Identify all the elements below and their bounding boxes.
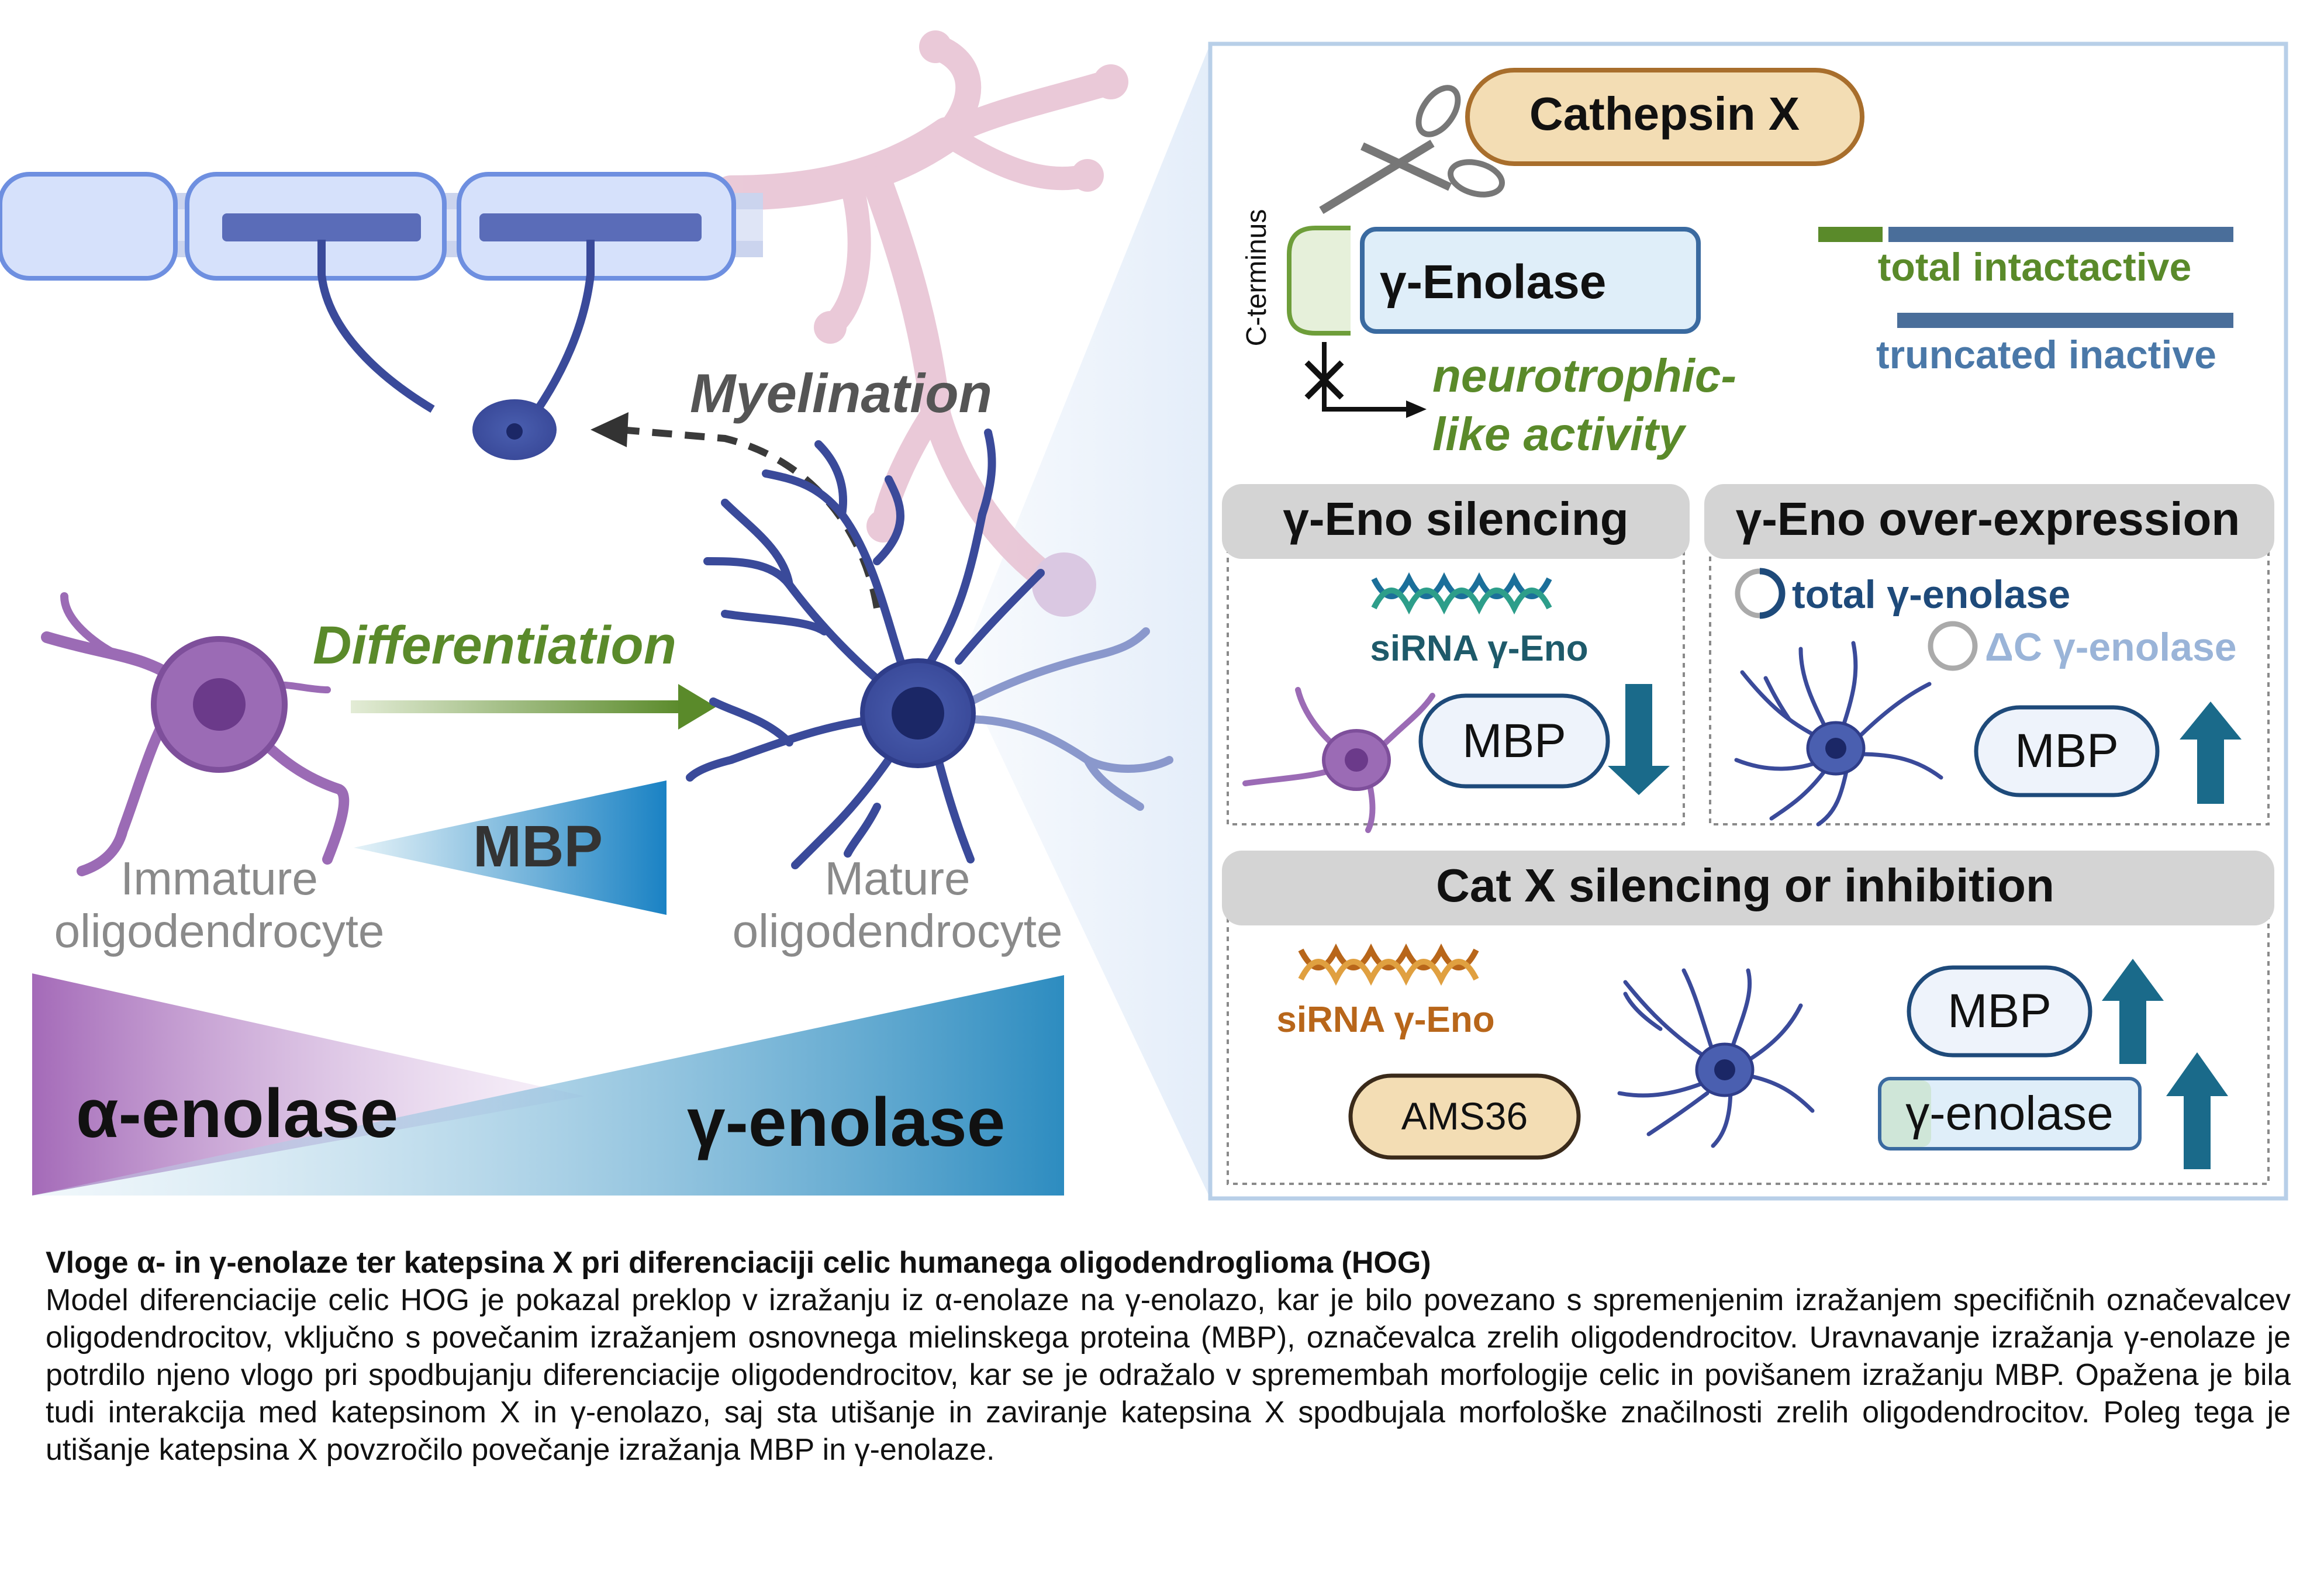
immature-label-line2: oligodendrocyte — [54, 905, 385, 957]
silencing-mbp-pill — [1418, 693, 1610, 789]
mbp-gradient-triangle — [354, 780, 667, 915]
catx-mature-cell-icon — [1617, 968, 1815, 1148]
alpha-enolase-label: α-enolase — [76, 1075, 398, 1152]
plasmid-delta-icon — [1928, 621, 1978, 671]
legend-total-label: total intactactive — [1878, 245, 2192, 289]
mature-oligodendrocyte — [686, 429, 1173, 869]
catx-enolase-label: γ-enolase — [1905, 1087, 2114, 1140]
silencing-header: γ-Eno silencing — [1283, 493, 1628, 545]
overexpression-total-label: total γ-enolase — [1792, 572, 2070, 617]
catx-mbp-label: MBP — [1947, 984, 2052, 1038]
overexpression-mbp-pill — [1974, 705, 2160, 797]
gamma-enolase-label: γ-enolase — [687, 1084, 1005, 1161]
c-terminus-fragment — [1287, 226, 1351, 336]
caption-title: Vloge α- in γ-enolaze ter katepsina X pr… — [46, 1246, 1431, 1280]
legend-truncated-label: truncated inactive — [1876, 333, 2216, 377]
c-terminus-label: C-terminus — [1241, 209, 1272, 347]
silenced-immature-cell-icon — [1242, 687, 1435, 833]
catx-ams36-label: AMS36 — [1401, 1094, 1528, 1138]
catx-ams36-pill — [1348, 1073, 1581, 1160]
down-arrow-icon — [1608, 684, 1670, 795]
gamma-enolase-triangle — [32, 975, 1064, 1196]
myelination-label: Myelination — [690, 362, 992, 424]
caption-body: Model diferenciacije celic HOG je pokaza… — [46, 1283, 2291, 1467]
mature-label-line2: oligodendrocyte — [733, 905, 1063, 957]
neurotrophic-line1: neurotrophic- — [1432, 350, 1736, 402]
silencing-sirna-label: siRNA γ-Eno — [1370, 628, 1588, 669]
legend-total-bar-blue — [1888, 227, 2233, 242]
figure-caption: Vloge α- in γ-enolaze ter katepsina X pr… — [46, 1244, 2291, 1469]
catx-enolase-cterm — [1881, 1080, 1931, 1147]
catx-panel — [1227, 887, 2270, 1185]
differentiation-arrow-shaft — [351, 700, 684, 713]
mbp-label: MBP — [473, 814, 603, 879]
legend-total-bar-green — [1818, 227, 1883, 242]
overexpressed-mature-cell-icon — [1734, 641, 1943, 827]
mature-label-line1: Mature — [825, 852, 971, 904]
catx-enolase-box — [1878, 1077, 2142, 1151]
overexpression-header: γ-Eno over-expression — [1736, 493, 2240, 545]
immature-label-line1: Immature — [120, 852, 318, 904]
zoom-wedge — [959, 44, 1210, 1198]
catx-sirna-label: siRNA γ-Eno — [1276, 1000, 1494, 1040]
cathepsin-x-box — [1465, 68, 1864, 166]
immature-oligodendrocyte — [41, 592, 350, 876]
legend-truncated-bar — [1897, 313, 2233, 328]
alpha-enolase-triangle — [32, 973, 585, 1196]
myelin-sheath — [0, 172, 178, 281]
differentiation-arrow-head — [678, 684, 716, 730]
cathepsin-x-label: Cathepsin X — [1529, 88, 1800, 140]
silencing-mbp-label: MBP — [1462, 714, 1566, 768]
catx-mbp-pill — [1907, 965, 2092, 1058]
sirna-helix-icon — [1371, 572, 1552, 615]
overexpression-mbp-label: MBP — [2015, 724, 2119, 778]
catx-mbp-up-arrow-icon — [2102, 959, 2164, 1064]
blocked-activity-arrow — [1304, 342, 1427, 418]
overexpression-header-bg — [1704, 484, 2274, 559]
catx-header: Cat X silencing or inhibition — [1436, 859, 2054, 911]
overexpression-delta-label: ΔC γ-enolase — [1985, 625, 2237, 669]
gamma-enolase-box — [1360, 227, 1701, 334]
catx-enolase-up-arrow-icon — [2166, 1052, 2228, 1169]
catx-header-bg — [1222, 851, 2274, 925]
plasmid-total-icon — [1735, 568, 1786, 619]
up-arrow-icon — [2180, 702, 2242, 804]
catx-sirna-helix-icon — [1298, 943, 1479, 986]
overexpression-panel — [1709, 519, 2270, 825]
pink-neuron-tree — [713, 30, 1128, 617]
differentiation-label: Differentiation — [313, 616, 676, 675]
scissors-icon — [1319, 85, 1505, 214]
silencing-header-bg — [1222, 484, 1690, 559]
gamma-enolase-box-label: γ-Enolase — [1380, 255, 1606, 309]
neurotrophic-line2: like activity — [1432, 408, 1687, 460]
diagram-svg: Myelination Differentiation M — [0, 30, 2288, 1201]
myelination-arrow — [591, 412, 880, 609]
myelinated-axon — [0, 172, 763, 460]
